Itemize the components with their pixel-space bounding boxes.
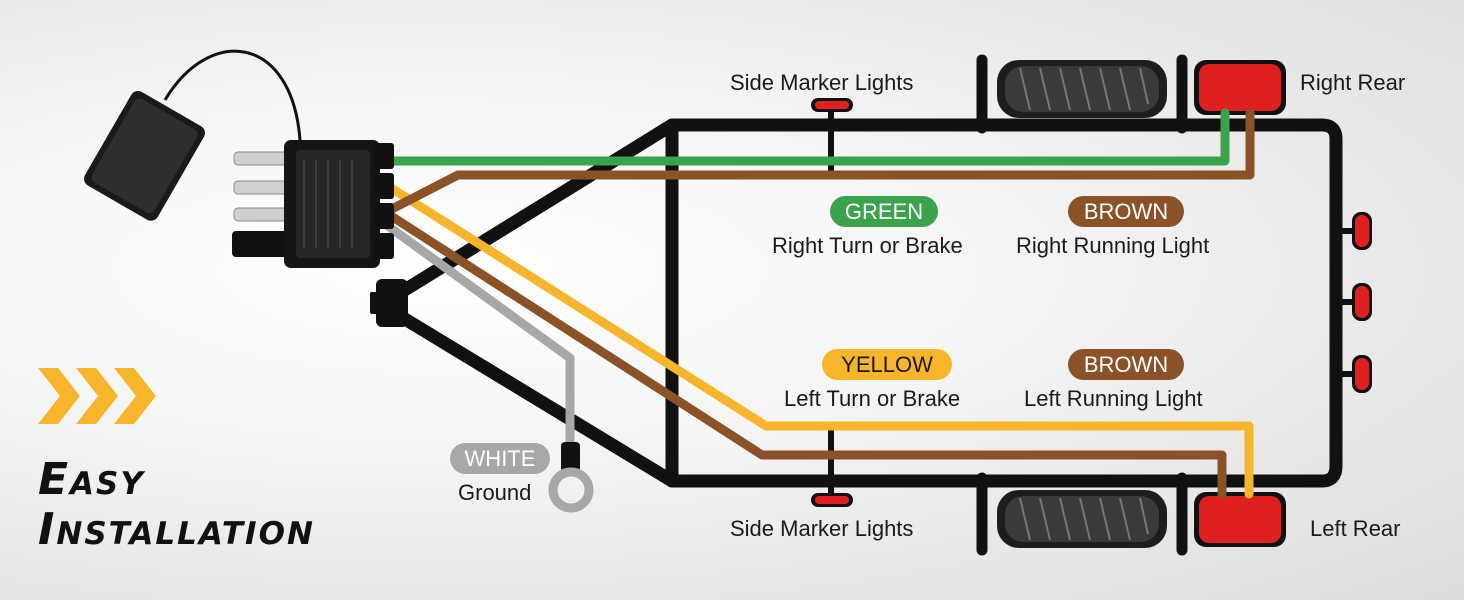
wire-function-label: Right Turn or Brake <box>772 233 963 258</box>
tail-light-icon <box>1194 60 1286 115</box>
ground-label: Ground <box>458 480 532 505</box>
side-marker-label-top: Side Marker Lights <box>730 70 914 95</box>
tail-light-icon <box>1194 492 1286 547</box>
coupler-icon <box>370 279 408 327</box>
chevron-arrows-icon <box>38 368 156 424</box>
wire-white <box>383 221 575 457</box>
wire-yellow <box>383 181 1254 499</box>
tire-icon <box>997 490 1167 548</box>
wire-function-label: Right Running Light <box>1016 233 1210 258</box>
wire-brown-right <box>383 108 1255 216</box>
rear-clearance-lights <box>1336 212 1372 393</box>
left-rear-label: Left Rear <box>1310 516 1401 541</box>
wire-color-badge-white: WHITE <box>450 443 550 474</box>
wire-color-badge-green: GREEN <box>830 196 938 227</box>
wire-function-label: Left Turn or Brake <box>784 386 961 411</box>
wire-brown-left <box>383 209 1227 499</box>
tire-icon <box>997 60 1167 118</box>
side-marker-label-bottom: Side Marker Lights <box>730 516 914 541</box>
wire-color-badge-brown: BROWN <box>1068 349 1184 380</box>
wire-color-badge-yellow: YELLOW <box>822 349 952 380</box>
ring-terminal-icon <box>548 442 594 513</box>
dust-cap-icon <box>84 49 302 221</box>
wire-color-badge-brown: BROWN <box>1068 196 1184 227</box>
title-line-2: Installation <box>38 504 315 555</box>
connector-plug-icon <box>232 140 394 268</box>
wire-green <box>383 108 1230 166</box>
right-rear-label: Right Rear <box>1300 70 1406 95</box>
wire-function-label: Left Running Light <box>1024 386 1203 411</box>
side-marker-lights <box>811 98 853 507</box>
axle-lines <box>976 54 1188 556</box>
title-line-1: Easy <box>38 454 145 505</box>
